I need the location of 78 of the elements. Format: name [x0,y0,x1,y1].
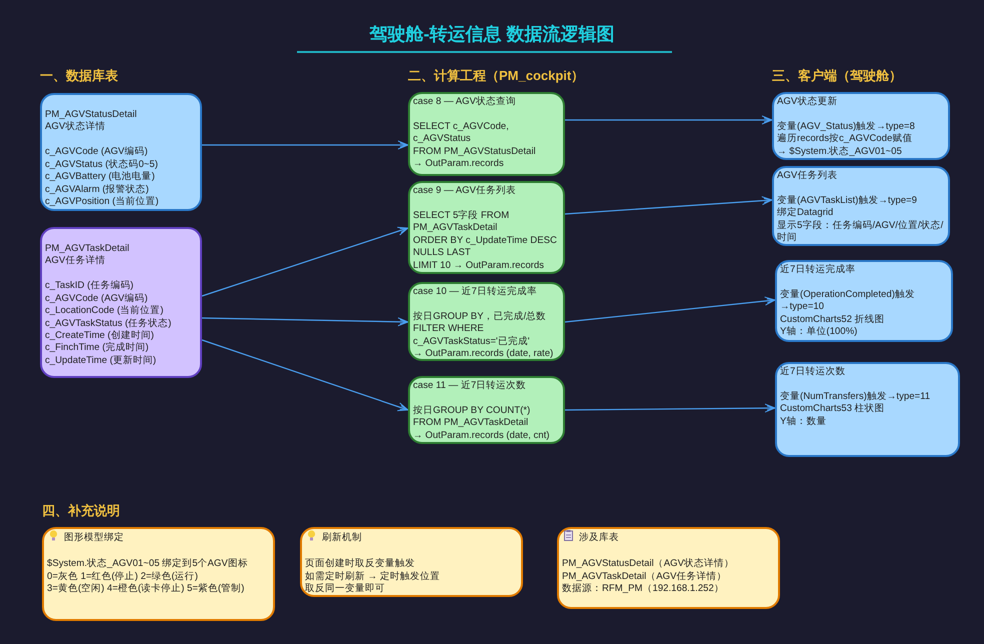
client-box [775,362,960,457]
section-heading: 四、补充说明 [42,502,120,520]
client-line: 变量(AGV_Status)触发→type=8 [777,121,916,133]
table-caption: AGV任务详情 [45,255,106,268]
client-line: 显示5字段：任务编码/AGV/位置/状态/时间 [777,220,944,245]
query-line: SELECT 5字段 FROM PM_AGVTaskDetail [413,210,510,235]
query-line: FROM PM_AGVTaskDetail [413,417,530,430]
query-box [408,181,565,274]
field-line: c_AGVStatus (状态码0~5) [45,158,159,171]
query-box [408,92,565,176]
client-line: 遍历records按c_AGVCode赋值 [777,133,914,146]
box-heading: case 9 — AGV任务列表 [413,185,517,198]
box-heading: AGV任务列表 [777,170,838,182]
note-card [42,527,275,621]
client-line: Y轴：数量 [780,416,828,428]
field-line: c_CreateTime (创建时间) [45,330,155,342]
query-line: → OutParam.records [413,158,505,171]
note-heading: 刷新机制 [322,532,362,543]
query-line: → OutParam.records (date, cnt) [413,430,550,442]
field-line: c_UpdateTime (更新时间) [45,354,158,368]
box-heading: 近7日转运次数 [780,366,846,378]
note-card [557,527,780,609]
query-line: ORDER BY c_UpdateTime DESC NULLS LAST [413,234,558,260]
note-line: PM_AGVStatusDetail（AGV状态详情） [562,558,735,571]
note-line: 3=黄色(空闲) 4=橙色(读卡停止) 5=紫色(管制) [47,583,246,596]
client-box [772,92,950,160]
table-box [40,93,202,211]
query-line: FILTER WHERE c_AGVTaskStatus='已完成' [413,323,531,348]
note-card [300,527,523,597]
note-heading: 图形模型绑定 [64,532,124,543]
field-line: c_AGVPosition (当前位置) [45,196,160,208]
client-line: CustomCharts52 折线图 [780,314,886,326]
table-caption: AGV状态详情 [45,121,106,134]
field-line: c_AGVAlarm (报警状态) [45,184,150,196]
box-heading: case 8 — AGV状态查询 [413,96,517,108]
field-line: c_AGVTaskStatus (任务状态) [45,318,172,330]
client-line: CustomCharts53 柱状图 [780,403,886,416]
field-line: c_AGVCode (AGV编码) [45,146,149,159]
field-line: c_LocationCode (当前位置) [45,305,164,318]
query-line: FROM PM_AGVStatusDetail [413,146,537,158]
query-line: SELECT c_AGVCode, c_AGVStatus [413,121,510,146]
box-heading: AGV状态更新 [777,96,838,108]
query-line: 按日GROUP BY COUNT(*) [413,405,532,418]
client-box [772,166,950,246]
note-line: 数据源：RFM_PM（192.168.1.252） [562,583,725,596]
note-line: 取反同一变量即可 [305,583,386,596]
table-name: PM_AGVTaskDetail [45,243,130,255]
client-line: 变量(NumTransfers)触发→type=11 [780,391,932,403]
note-line: 0=灰色 1=红色(停止) 2=绿色(运行) [47,570,199,583]
box-heading: 近7日转运完成率 [780,264,856,276]
note-line: $System.状态_AGV01~05 绑定到5个AGV图标 [47,558,249,571]
note-line: 如需定时刷新 → 定时触发位置 [305,570,441,583]
client-line: 绑定Datagrid [777,207,834,220]
query-line: → OutParam.records (date, rate) [413,348,554,361]
table-box [40,227,202,378]
client-line: 变量(OperationCompleted)触发→type=10 [780,289,916,314]
field-line: c_AGVBattery (电池电量) [45,171,156,184]
field-line: c_TaskID (任务编码) [45,280,135,293]
box-heading: case 10 — 近7日转运完成率 [413,286,538,298]
field-line: c_AGVCode (AGV编码) [45,292,149,305]
client-line: 变量(AGVTaskList)触发→type=9 [777,195,918,207]
client-line: → $System.状态_AGV01~05 [777,146,903,158]
field-line: c_FinchTime (完成时间) [45,342,150,355]
section-heading: 一、数据库表 [40,67,118,85]
client-box [775,260,953,342]
box-heading: case 11 — 近7日转运次数 [413,380,528,392]
section-heading: 三、客户端（驾驶舱） [772,67,902,85]
table-name: PM_AGVStatusDetail [45,109,138,121]
diagram-title: 驾驶舱-转运信息 数据流逻辑图 [370,23,614,46]
client-line: Y轴：单位(100%) [780,326,858,339]
query-box [408,376,565,444]
query-box [408,282,565,361]
note-line: PM_AGVTaskDetail（AGV任务详情） [562,570,728,583]
query-line: LIMIT 10 → OutParam.records [413,260,545,272]
note-heading: 涉及库表 [579,532,619,543]
query-line: 按日GROUP BY，已完成/总数 [413,311,548,324]
section-heading: 二、计算工程（PM_cockpit） [408,67,584,85]
note-line: 页面创建时取反变量触发 [305,558,416,571]
